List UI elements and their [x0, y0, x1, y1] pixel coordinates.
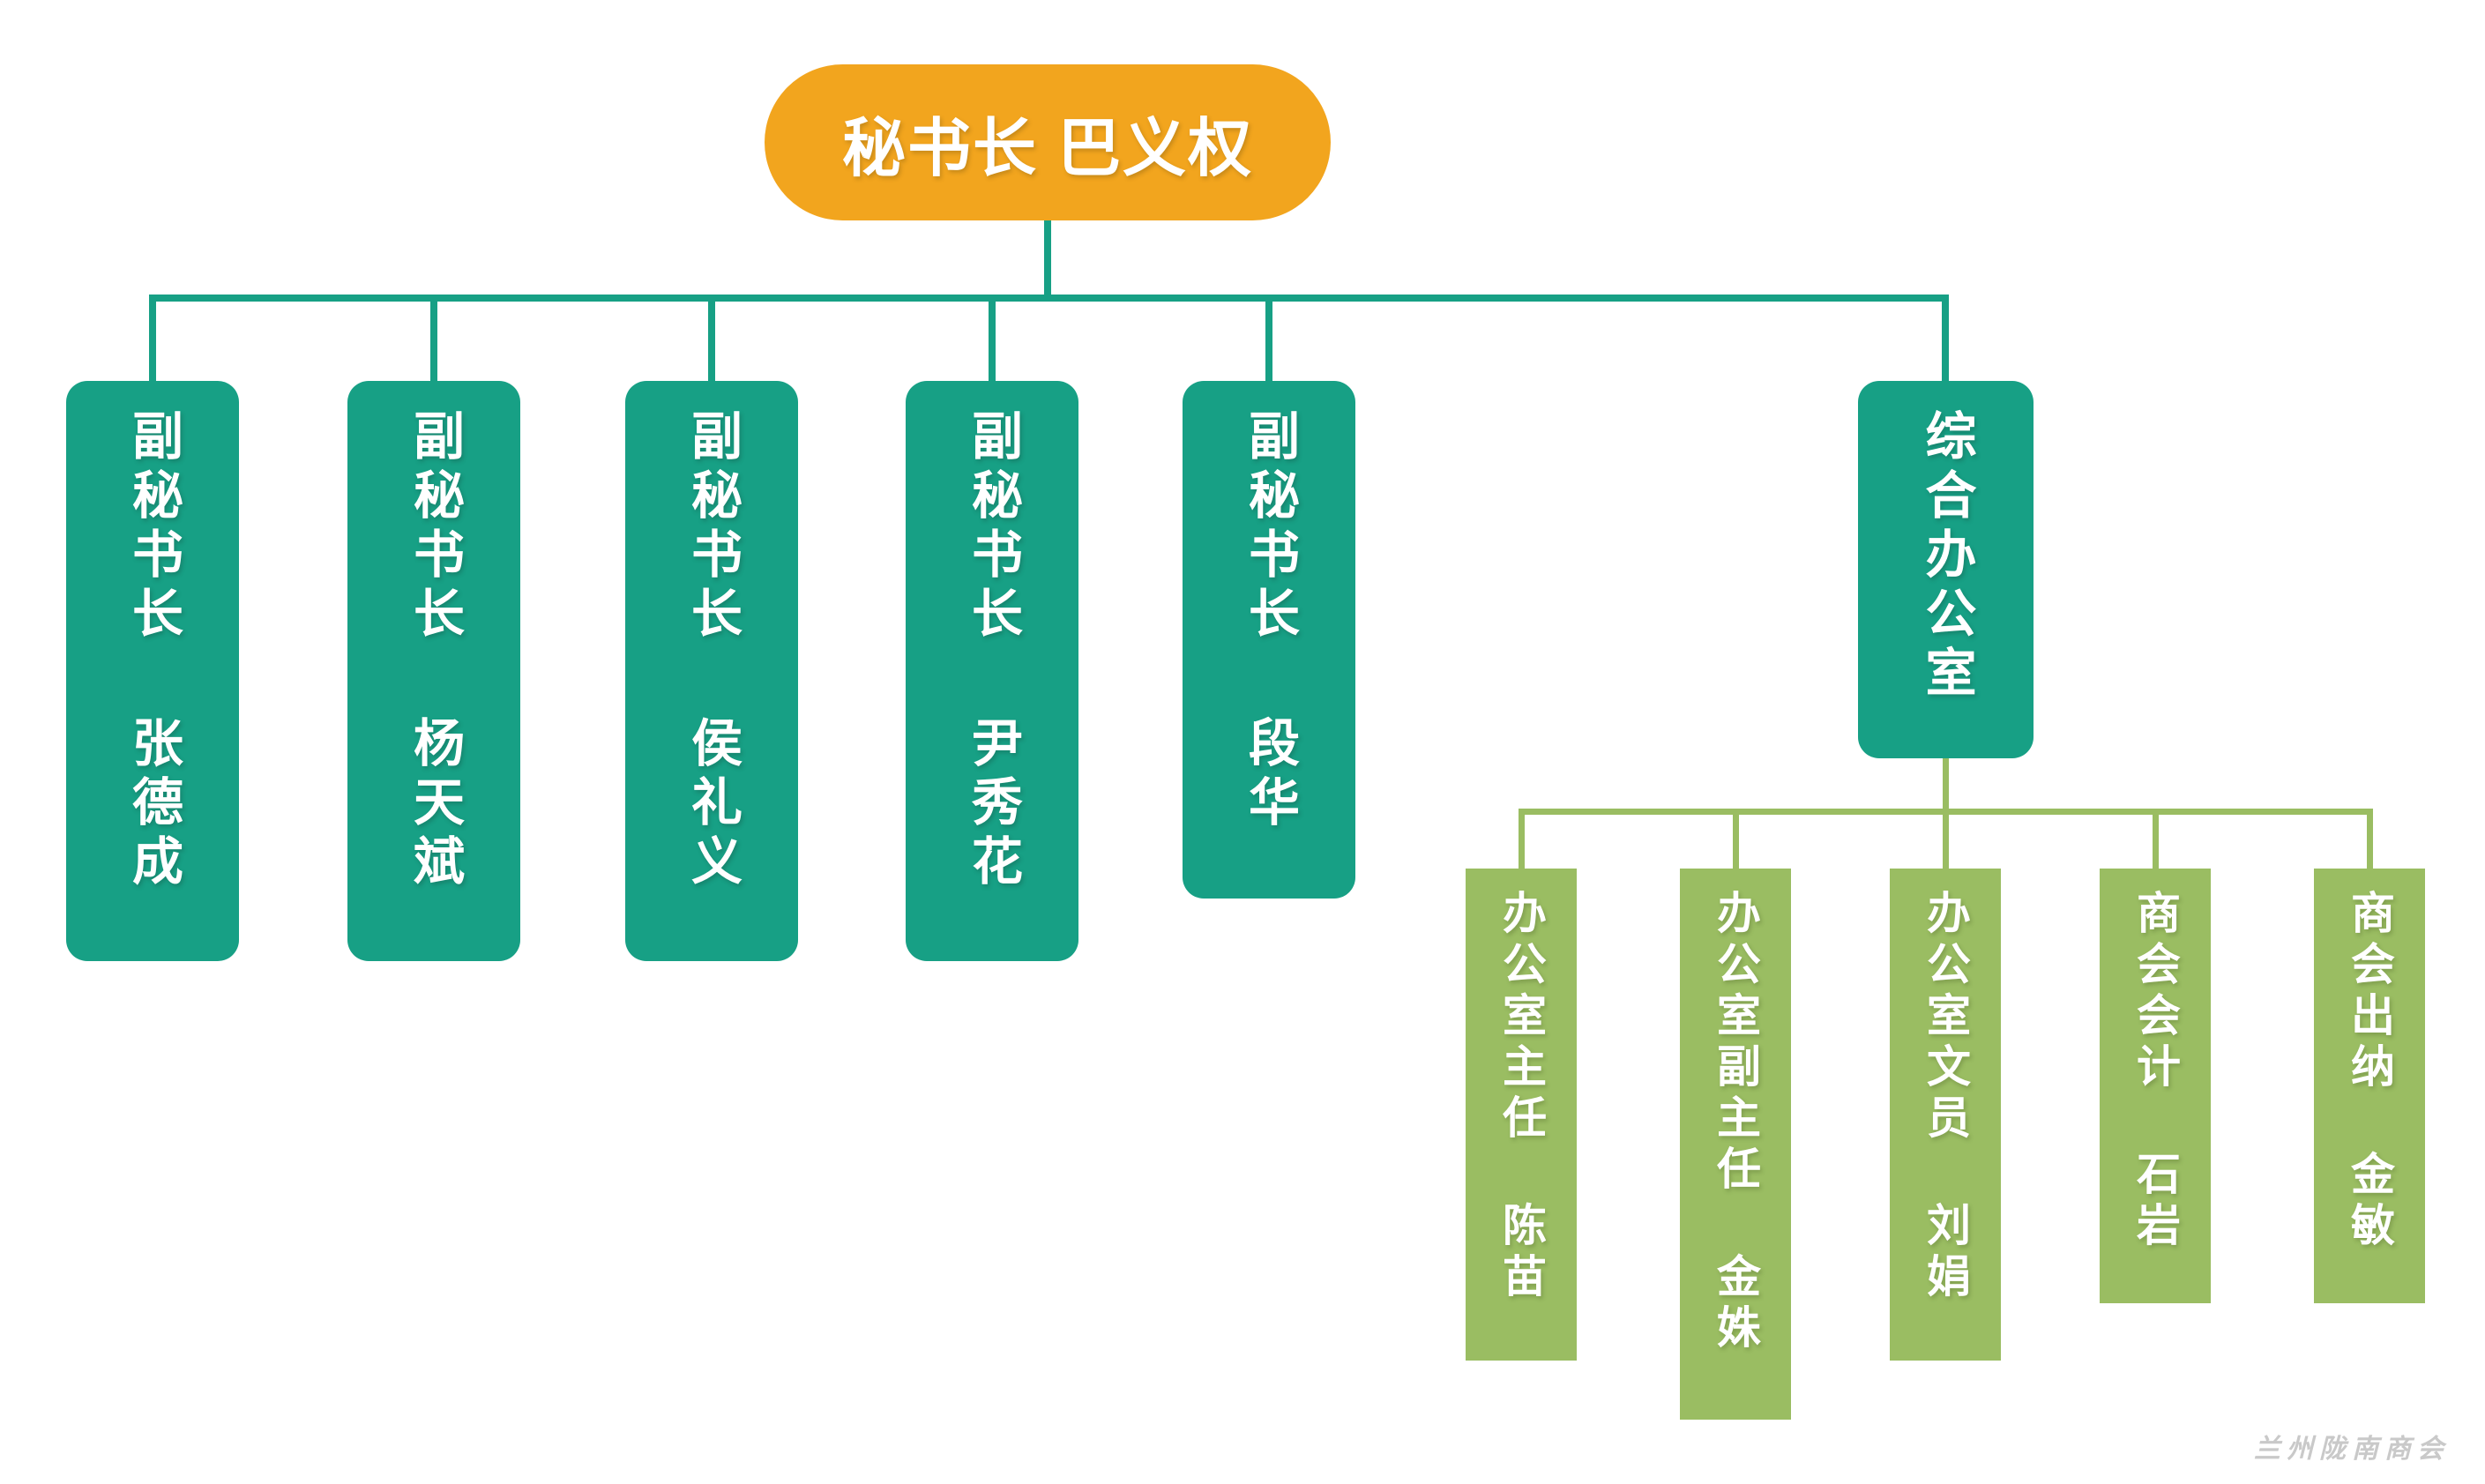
staff-title: 办公室主任	[1496, 890, 1546, 1145]
deputy-name: 杨天斌	[406, 716, 463, 893]
node-deputy-5: 副秘书长 段华	[1183, 381, 1355, 899]
connector-stub-staff-1	[1519, 812, 1525, 871]
staff-name: 金姝	[1711, 1253, 1760, 1355]
staff-name: 刘娟	[1921, 1202, 1970, 1304]
deputy-title: 副秘书长	[1241, 409, 1298, 645]
staff-title: 商会会计	[2131, 890, 2180, 1094]
staff-name: 金敏	[2345, 1151, 2394, 1253]
connector-root-vertical	[1044, 217, 1051, 300]
deputy-name: 张德成	[124, 716, 182, 893]
connector-main-horizontal	[149, 295, 1949, 302]
node-secretary-general: 秘书长 巴义权	[765, 64, 1331, 220]
node-deputy-1: 副秘书长 张德成	[66, 381, 239, 961]
deputy-name: 尹秀花	[964, 716, 1021, 893]
staff-title: 办公室副主任	[1711, 890, 1760, 1197]
node-deputy-4: 副秘书长 尹秀花	[906, 381, 1078, 961]
connector-stub-staff-5	[2367, 812, 2373, 871]
staff-title: 商会出纳	[2345, 890, 2394, 1094]
deputy-name: 侯礼义	[683, 716, 741, 893]
deputy-title: 副秘书长	[964, 409, 1021, 645]
deputy-name: 段华	[1241, 716, 1298, 834]
node-accountant: 商会会计 石岩	[2100, 869, 2211, 1303]
node-general-office: 综合办公室	[1858, 381, 2034, 758]
deputy-title: 副秘书长	[683, 409, 741, 645]
staff-name: 陈苗	[1496, 1202, 1546, 1304]
connector-stub-staff-2	[1733, 812, 1739, 871]
watermark: 兰州陇南商会	[2254, 1434, 2450, 1465]
deputy-title: 副秘书长	[406, 409, 463, 645]
connector-stub-deputy-3	[708, 298, 715, 384]
connector-stub-staff-3	[1943, 812, 1949, 871]
connector-stub-deputy-5	[1265, 298, 1272, 384]
office-label: 综合办公室	[1917, 409, 1975, 705]
connector-stub-staff-4	[2153, 812, 2159, 871]
node-office-deputy-director: 办公室副主任 金姝	[1680, 869, 1791, 1420]
connector-stub-deputy-2	[430, 298, 437, 384]
node-cashier: 商会出纳 金敏	[2314, 869, 2425, 1303]
node-office-director: 办公室主任 陈苗	[1466, 869, 1577, 1361]
node-office-clerk: 办公室文员 刘娟	[1890, 869, 2001, 1361]
connector-office-vertical	[1943, 755, 1949, 815]
node-label: 秘书长 巴义权	[841, 114, 1253, 184]
node-deputy-2: 副秘书长 杨天斌	[347, 381, 520, 961]
staff-title: 办公室文员	[1921, 890, 1970, 1145]
connector-stub-office	[1942, 298, 1949, 384]
staff-name: 石岩	[2131, 1151, 2180, 1253]
connector-stub-deputy-1	[149, 298, 156, 384]
deputy-title: 副秘书长	[124, 409, 182, 645]
connector-stub-deputy-4	[989, 298, 996, 384]
node-deputy-3: 副秘书长 侯礼义	[625, 381, 798, 961]
connector-sub-horizontal	[1519, 809, 2373, 815]
